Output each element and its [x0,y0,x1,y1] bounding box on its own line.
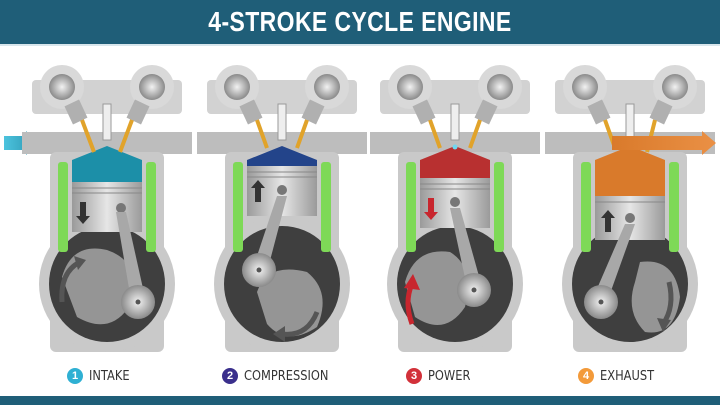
piston-arrow-icon [76,202,90,224]
stroke-label-text: INTAKE [89,368,130,384]
header-banner: 4-STROKE CYCLE ENGINE [0,0,720,44]
engine-intake [22,65,192,352]
page-title: 4-STROKE CYCLE ENGINE [208,6,512,37]
engine-compression [197,65,367,352]
engine-exhaust [545,65,715,352]
stroke-label-text: EXHAUST [600,368,655,384]
piston-arrow-icon [424,198,438,220]
step-badge: 4 [578,368,594,384]
step-badge: 3 [406,368,422,384]
step-badge: 2 [222,368,238,384]
stroke-label-intake: 1 INTAKE [67,366,135,386]
header-divider [0,44,720,46]
engine-power [370,65,540,352]
stroke-label-power: 3 POWER [406,366,476,386]
footer-bar [0,396,720,405]
stroke-label-exhaust: 4 EXHAUST [578,366,662,386]
stroke-label-text: COMPRESSION [244,368,329,384]
exhaust-arrow-icon [612,131,716,155]
stroke-label-text: POWER [428,368,471,384]
piston-arrow-icon [601,210,615,232]
stroke-label-compression: 2 COMPRESSION [222,366,340,386]
piston-arrow-icon [251,180,265,202]
step-badge: 1 [67,368,83,384]
